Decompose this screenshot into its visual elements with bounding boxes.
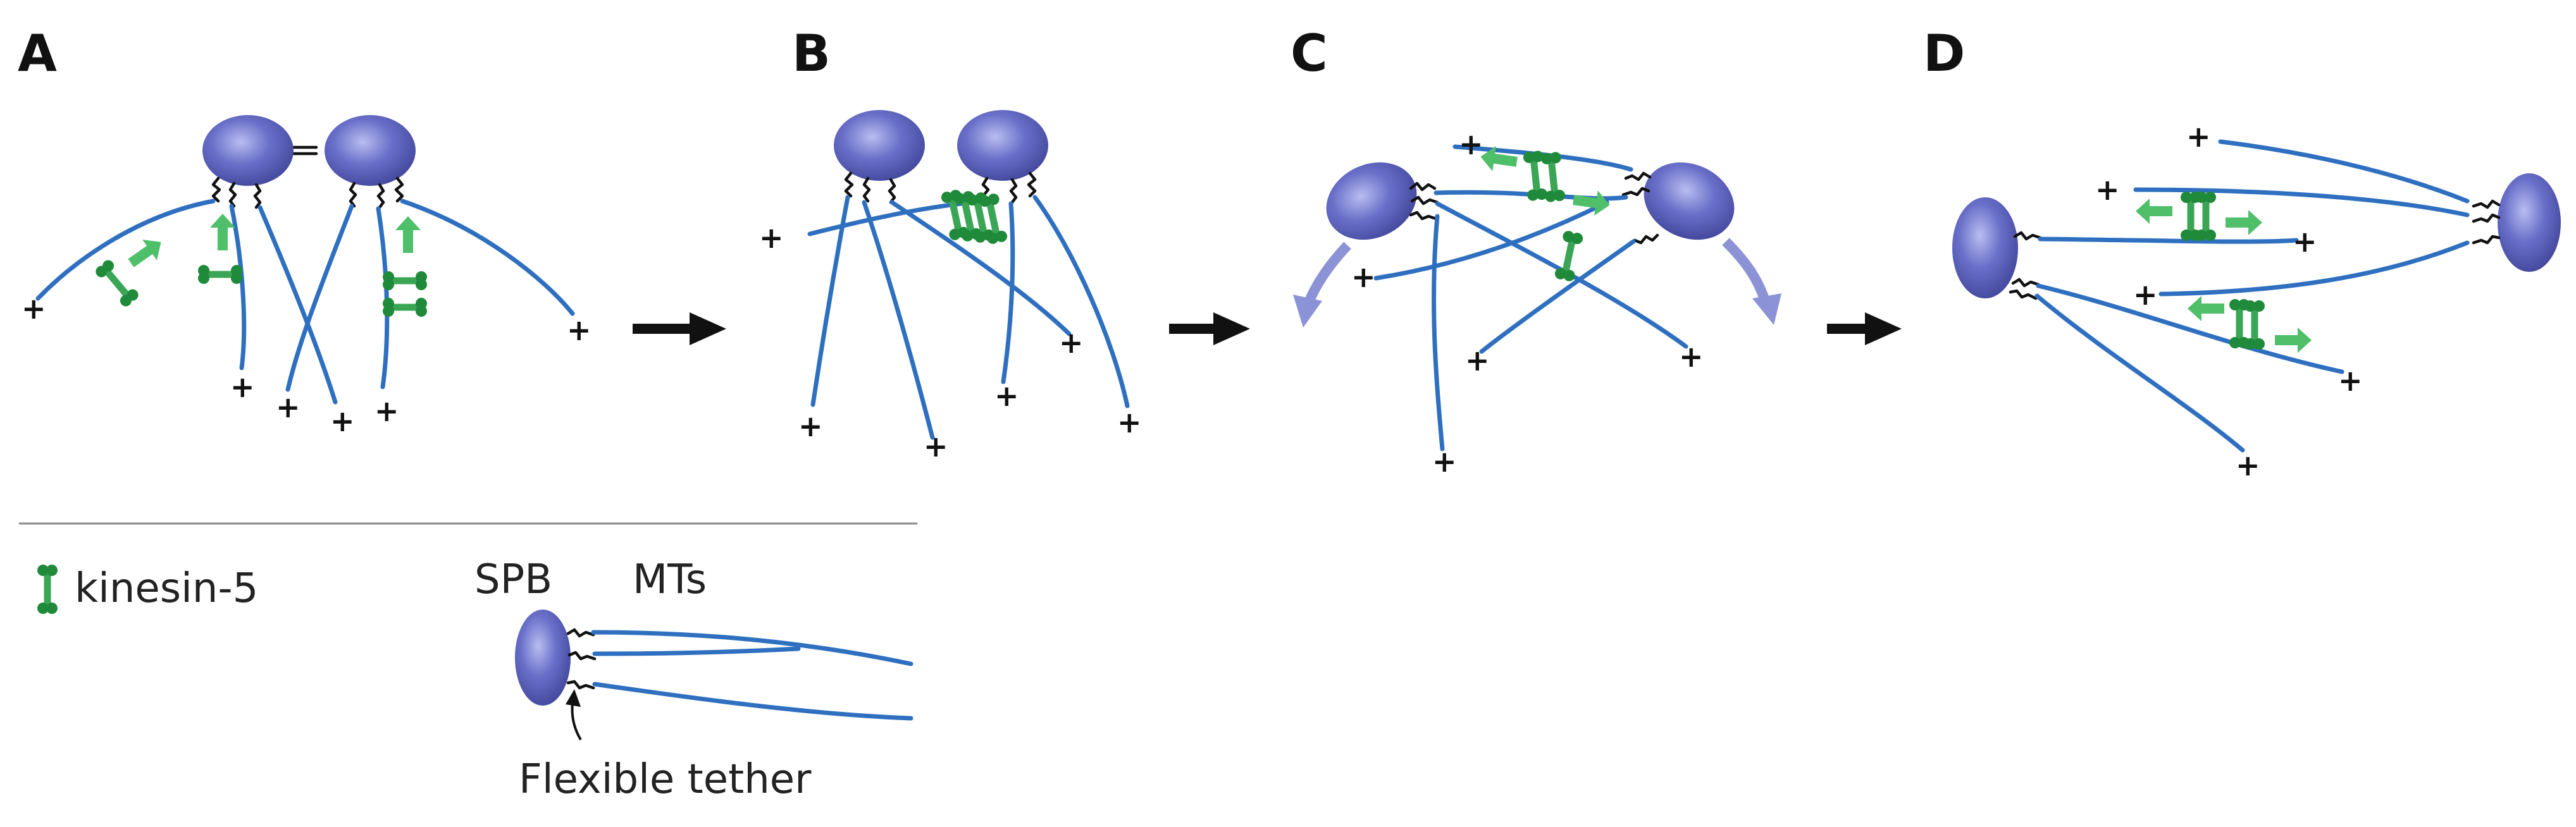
kinesin-a-2: [198, 265, 242, 284]
rotation-arrow-c-right: [1722, 238, 1770, 303]
plus-end-marker: +: [1059, 326, 1084, 360]
plus-end-marker: +: [2293, 224, 2317, 259]
legend: kinesin-5 SPB MTs Flexible tether: [37, 556, 913, 803]
motion-arrow-a-1: [123, 231, 169, 274]
spb-d-left: [1952, 197, 2018, 298]
motion-arrow-a-2: [210, 214, 235, 250]
kinesin-a-3: [383, 271, 427, 290]
plus-end-marker: +: [924, 429, 948, 463]
motion-arrow-d-4: [2275, 328, 2312, 353]
kinesin-a-4: [383, 298, 427, 317]
spb-a-left: [202, 115, 294, 186]
panel-c: + + + + +: [1293, 127, 1781, 479]
plus-end-marker: +: [2338, 364, 2363, 398]
plus-end-marker: +: [230, 370, 255, 404]
plus-end-marker: +: [2236, 448, 2260, 482]
plus-end-marker: +: [1117, 405, 1142, 439]
motion-arrow-d-3: [2188, 296, 2224, 321]
motion-arrow-d-2: [2226, 210, 2262, 235]
plus-end-marker: +: [2186, 119, 2211, 154]
kinesin-d-2: [2196, 192, 2216, 241]
plus-end-marker: +: [2133, 278, 2158, 312]
panel-label-b: B: [792, 24, 831, 83]
legend-kinesin-label: kinesin-5: [75, 565, 258, 612]
plus-end-marker: +: [375, 394, 399, 428]
spb-b-left: [834, 110, 925, 181]
rotation-arrowhead-c-right: [1752, 293, 1781, 325]
legend-spb: [515, 610, 571, 706]
tether-pointer-arrowhead: [566, 689, 581, 707]
plus-end-marker: +: [798, 409, 823, 443]
plus-end-marker: +: [1459, 127, 1483, 161]
spb-c-left: [1326, 162, 1417, 240]
kinesin-c-3: [1554, 230, 1584, 283]
plus-end-marker: +: [330, 404, 355, 438]
spb-c-right: [1644, 162, 1735, 240]
spb-b-right: [957, 110, 1048, 181]
rotation-arrowhead-c-left: [1293, 295, 1322, 328]
legend-mt-2: [592, 646, 801, 656]
panel-label-d: D: [1923, 24, 1965, 83]
legend-mt-1: [591, 630, 913, 666]
panel-label-c: C: [1291, 24, 1328, 83]
spb-d-right: [2498, 173, 2561, 272]
plus-end-marker: +: [22, 291, 46, 326]
legend-mt-3: [592, 682, 913, 721]
kinesin-d-4: [2245, 300, 2265, 350]
step-arrow-a-b: [633, 312, 726, 345]
panel-b: + + + + + +: [759, 110, 1142, 463]
plus-end-marker: +: [759, 221, 784, 255]
rotation-arrow-c-left: [1303, 242, 1351, 306]
legend-tether-label: Flexible tether: [519, 756, 812, 803]
motion-arrow-a-3: [395, 216, 421, 253]
kinesin-icon: [37, 565, 58, 614]
plus-end-marker: +: [1432, 444, 1457, 479]
plus-end-marker: +: [994, 379, 1019, 413]
step-arrow-b-c: [1169, 312, 1250, 345]
panel-label-a: A: [18, 24, 57, 83]
panel-a: + + + + + +: [22, 115, 591, 438]
legend-mts-label: MTs: [633, 556, 707, 603]
plus-end-marker: +: [1351, 260, 1376, 294]
step-arrow-c-d: [1827, 312, 1902, 345]
plus-end-marker: +: [276, 390, 300, 424]
plus-end-marker: +: [1679, 340, 1704, 374]
motion-arrow-c-2: [1571, 187, 1612, 217]
plus-end-marker: +: [2095, 173, 2120, 207]
motion-arrow-d-1: [2136, 199, 2172, 224]
plus-end-marker: +: [567, 313, 591, 347]
legend-spb-label: SPB: [474, 556, 552, 603]
plus-end-marker: +: [1465, 343, 1490, 377]
panel-d: + + + + + +: [1952, 119, 2561, 482]
spb-a-right: [325, 115, 416, 186]
